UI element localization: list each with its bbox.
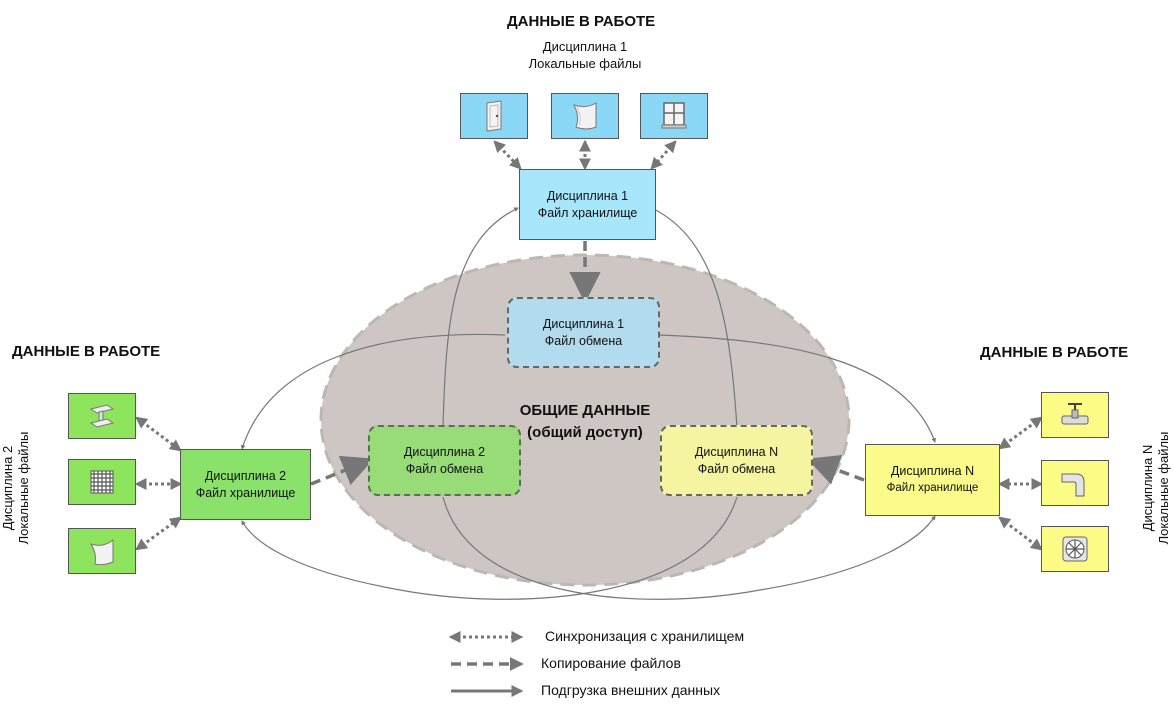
storage-discipline-n-title: Дисциплина N [890,464,975,478]
header-right: ДАННЫЕ В РАБОТЕ [980,344,1129,361]
arc-d1exch-to-d2store [240,333,506,450]
rebar-mesh-icon [90,470,114,494]
arc-d1exch-to-dnstore [659,334,936,443]
exchange-discipline-2[interactable]: Дисциплина 2 Файл обмена [368,425,521,496]
sync-right-valve [998,416,1043,450]
arc-dnexch-to-d1store [651,207,738,429]
local-files-top: Дисциплина 1 Локальные файлы [500,38,670,72]
storage-discipline-1[interactable]: Дисциплина 1 Файл хранилище [519,169,656,240]
copy-d2 [310,455,374,486]
header-left: ДАННЫЕ В РАБОТЕ [12,343,161,360]
curtain-wall-icon [573,102,597,130]
exchange-discipline-1-title: Дисциплина 1 [542,316,625,331]
sync-arrows [134,139,1044,551]
storage-discipline-n[interactable]: Дисциплина N Файл хранилище [865,444,1000,516]
exchange-discipline-n[interactable]: Дисциплина N Файл обмена [660,425,813,496]
shared-data-subtitle: (общий доступ) [527,424,643,441]
storage-discipline-1-subtitle: Файл хранилище [537,205,638,220]
exchange-discipline-2-title: Дисциплина 2 [403,444,486,459]
tile-fan[interactable] [1041,526,1109,572]
copy-dn [807,455,865,485]
fan-icon [1062,536,1088,562]
curved-panel-icon [89,538,114,566]
shared-data-area [319,253,851,587]
sync-top-window [650,140,677,170]
exchange-discipline-1[interactable]: Дисциплина 1 Файл обмена [507,297,660,368]
legend-load-label: Подгрузка внешних данных [541,682,721,698]
local-files-left: Дисциплина 2 Локальные файлы [0,428,32,548]
local-files-top-label: Локальные файлы [528,56,642,71]
sync-left-beam [135,416,182,452]
local-files-right: Дисциплина N Локальные файлы [1140,428,1172,548]
tile-pipe-elbow[interactable] [1041,460,1109,506]
legend-lines [448,631,524,697]
pipe-elbow-icon [1061,473,1085,497]
tile-rebar-mesh[interactable] [68,459,136,505]
window-icon [661,102,687,129]
sync-top-door [493,140,522,170]
header-top: ДАННЫЕ В РАБОТЕ [507,13,656,30]
arc-dnexch-to-d2store [241,496,738,600]
exchange-discipline-n-title: Дисциплина N [694,444,779,459]
door-icon [486,100,502,132]
exchange-discipline-1-subtitle: Файл обмена [544,333,623,348]
storage-discipline-2-title: Дисциплина 2 [204,468,287,483]
local-files-top-discipline: Дисциплина 1 [542,39,628,54]
tile-curtain-wall[interactable] [551,93,619,139]
local-files-left-label: Локальные файлы [16,431,31,545]
local-files-right-discipline: Дисциплина N [1140,444,1155,532]
legend-sync-label: Синхронизация с хранилищем [545,628,745,644]
local-files-right-label: Локальные файлы [1156,431,1171,545]
copy-arrows [310,241,865,486]
tile-door[interactable] [460,93,528,139]
tile-curved-panel[interactable] [68,528,136,574]
storage-discipline-1-title: Дисциплина 1 [546,188,629,203]
exchange-discipline-2-subtitle: Файл обмена [405,461,484,476]
storage-discipline-2-subtitle: Файл хранилище [195,485,296,500]
sync-right-fan [998,516,1043,551]
sync-left-panel [135,516,182,551]
tile-steel-beam[interactable] [68,393,136,439]
tile-window[interactable] [640,93,708,139]
arc-d2exch-to-dnstore [442,496,936,600]
external-load-arcs [240,207,936,600]
shared-data-label: ОБЩИЕ ДАННЫЕ (общий доступ) [480,400,690,444]
valve-icon [1061,403,1089,425]
local-files-left-discipline: Дисциплина 2 [0,445,15,531]
steel-beam-icon [89,404,115,428]
storage-discipline-n-subtitle: Файл хранилище [886,482,979,494]
tile-valve[interactable] [1041,392,1109,438]
shared-data-title: ОБЩИЕ ДАННЫЕ [519,402,651,419]
exchange-discipline-n-subtitle: Файл обмена [697,461,776,476]
storage-discipline-2[interactable]: Дисциплина 2 Файл хранилище [180,449,311,520]
legend-copy-label: Копирование файлов [541,655,681,671]
arc-d2exch-to-d1store [442,207,519,429]
